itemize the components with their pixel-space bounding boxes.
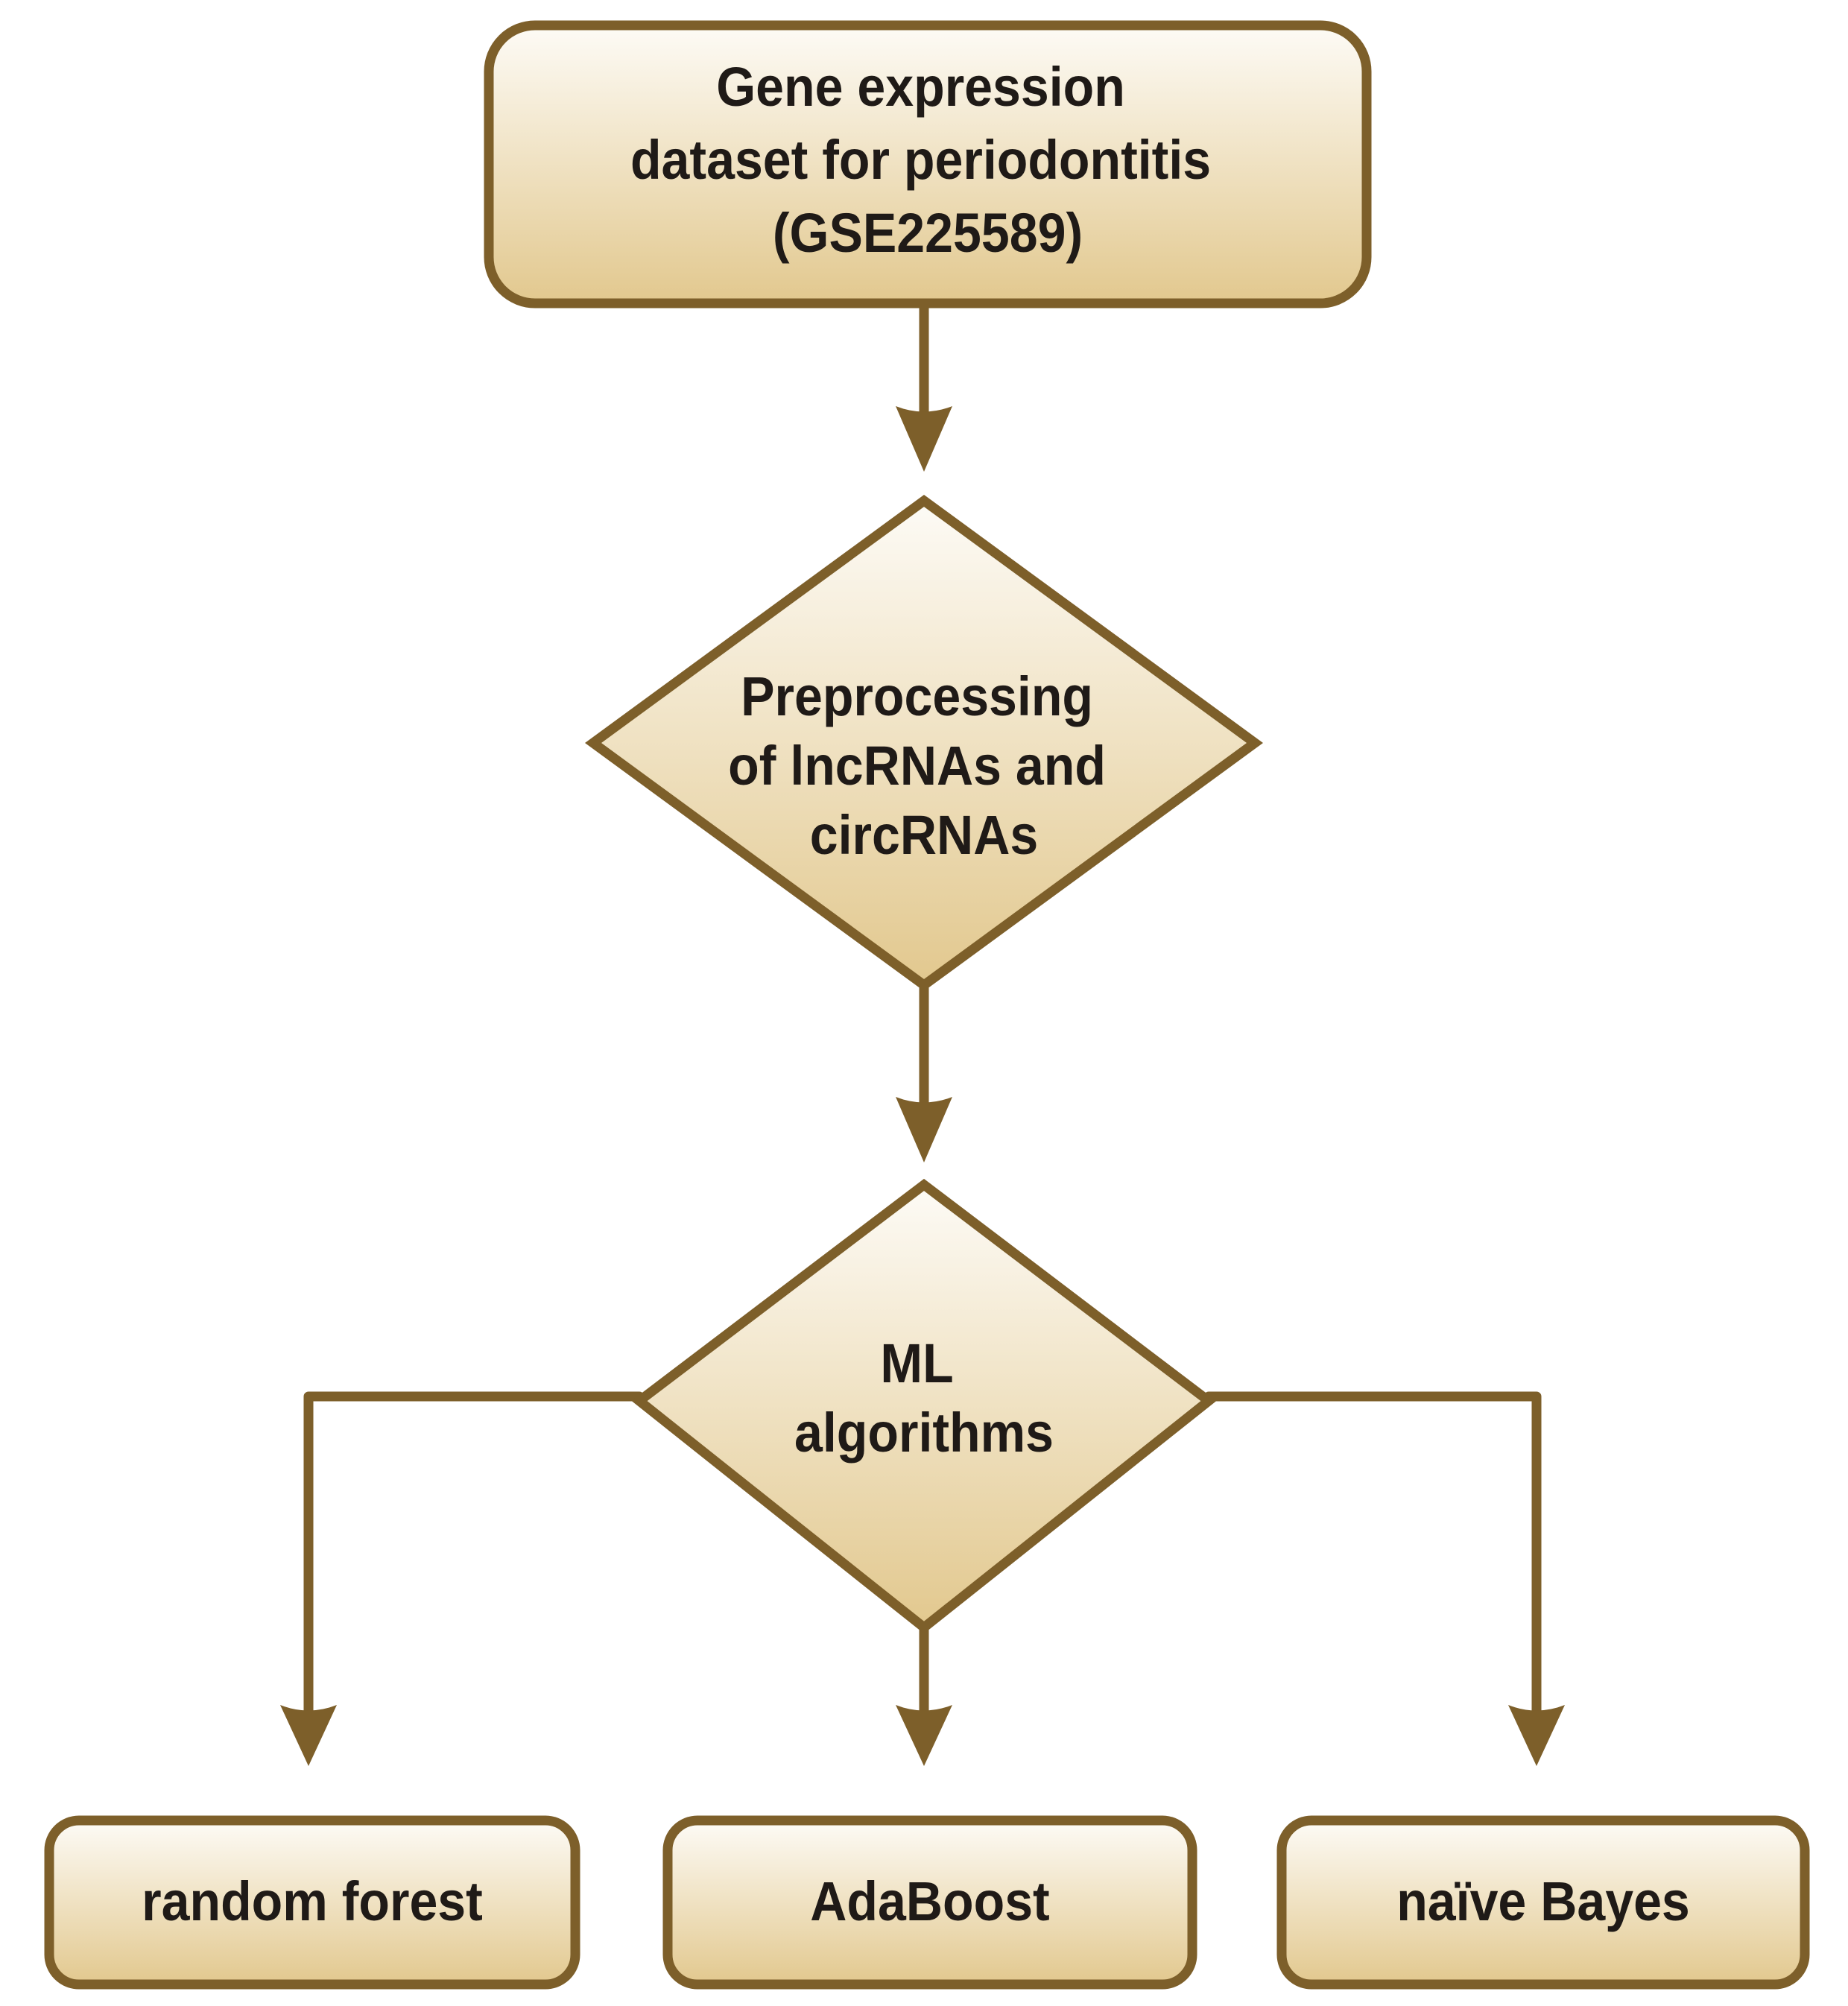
node-naive-bayes-shape — [1276, 1815, 1810, 1990]
node-dataset-line-1: Gene expression — [716, 57, 1125, 118]
node-dataset-line-3: (GSE225589) — [773, 203, 1083, 264]
arrowhead-down-icon — [1508, 1705, 1565, 1766]
node-dataset-line-2: dataset for periodontitis — [630, 130, 1211, 191]
svg-text:naïve Bayes: naïve Bayes — [1396, 1871, 1690, 1932]
node-random-forest-shape — [44, 1815, 580, 1990]
node-ml: ML algorithms — [631, 1178, 1217, 1634]
node-adaboost-label: AdaBoost — [810, 1871, 1049, 1932]
node-preprocessing-shape — [584, 494, 1264, 992]
svg-text:random forest: random forest — [142, 1871, 483, 1932]
node-ml-line-1: ML — [880, 1333, 953, 1394]
node-preprocessing-line-2: of lncRNAs and — [728, 735, 1106, 797]
node-random-forest: random forest — [44, 1815, 580, 1990]
svg-text:ML algorithms: ML algorithms — [794, 1333, 1054, 1464]
node-random-forest-label: random forest — [142, 1871, 483, 1932]
node-preprocessing-line-3: circRNAs — [810, 805, 1038, 866]
edge-ml-to-naive-bayes — [1203, 1391, 1542, 1719]
node-naive-bayes: naïve Bayes — [1276, 1815, 1810, 1990]
arrowhead-down-icon — [896, 1705, 952, 1766]
node-dataset-shape — [484, 20, 1372, 309]
svg-text:AdaBoost: AdaBoost — [810, 1871, 1049, 1932]
arrowhead-down-icon — [896, 406, 952, 472]
node-preprocessing: Preprocessing of lncRNAs and circRNAs — [584, 494, 1264, 992]
node-preprocessing-line-1: Preprocessing — [741, 666, 1093, 727]
connectors — [303, 303, 1542, 1719]
svg-text:Preprocessing of lncRNAs: Preprocessing of lncRNAs and circRNAs — [728, 666, 1120, 866]
node-ml-line-2: algorithms — [794, 1402, 1054, 1464]
node-dataset: Gene expression dataset for periodontiti… — [484, 20, 1372, 309]
node-naive-bayes-label: naïve Bayes — [1396, 1871, 1690, 1932]
svg-text:Gene expression dataset: Gene expression dataset for periodontiti… — [630, 57, 1225, 264]
arrowheads — [280, 406, 1565, 1766]
edge-ml-to-random-forest — [303, 1391, 645, 1719]
node-adaboost: AdaBoost — [662, 1815, 1197, 1990]
node-ml-shape — [631, 1178, 1217, 1634]
arrowhead-down-icon — [280, 1705, 337, 1766]
arrowhead-down-icon — [896, 1097, 952, 1162]
node-adaboost-shape — [662, 1815, 1197, 1990]
